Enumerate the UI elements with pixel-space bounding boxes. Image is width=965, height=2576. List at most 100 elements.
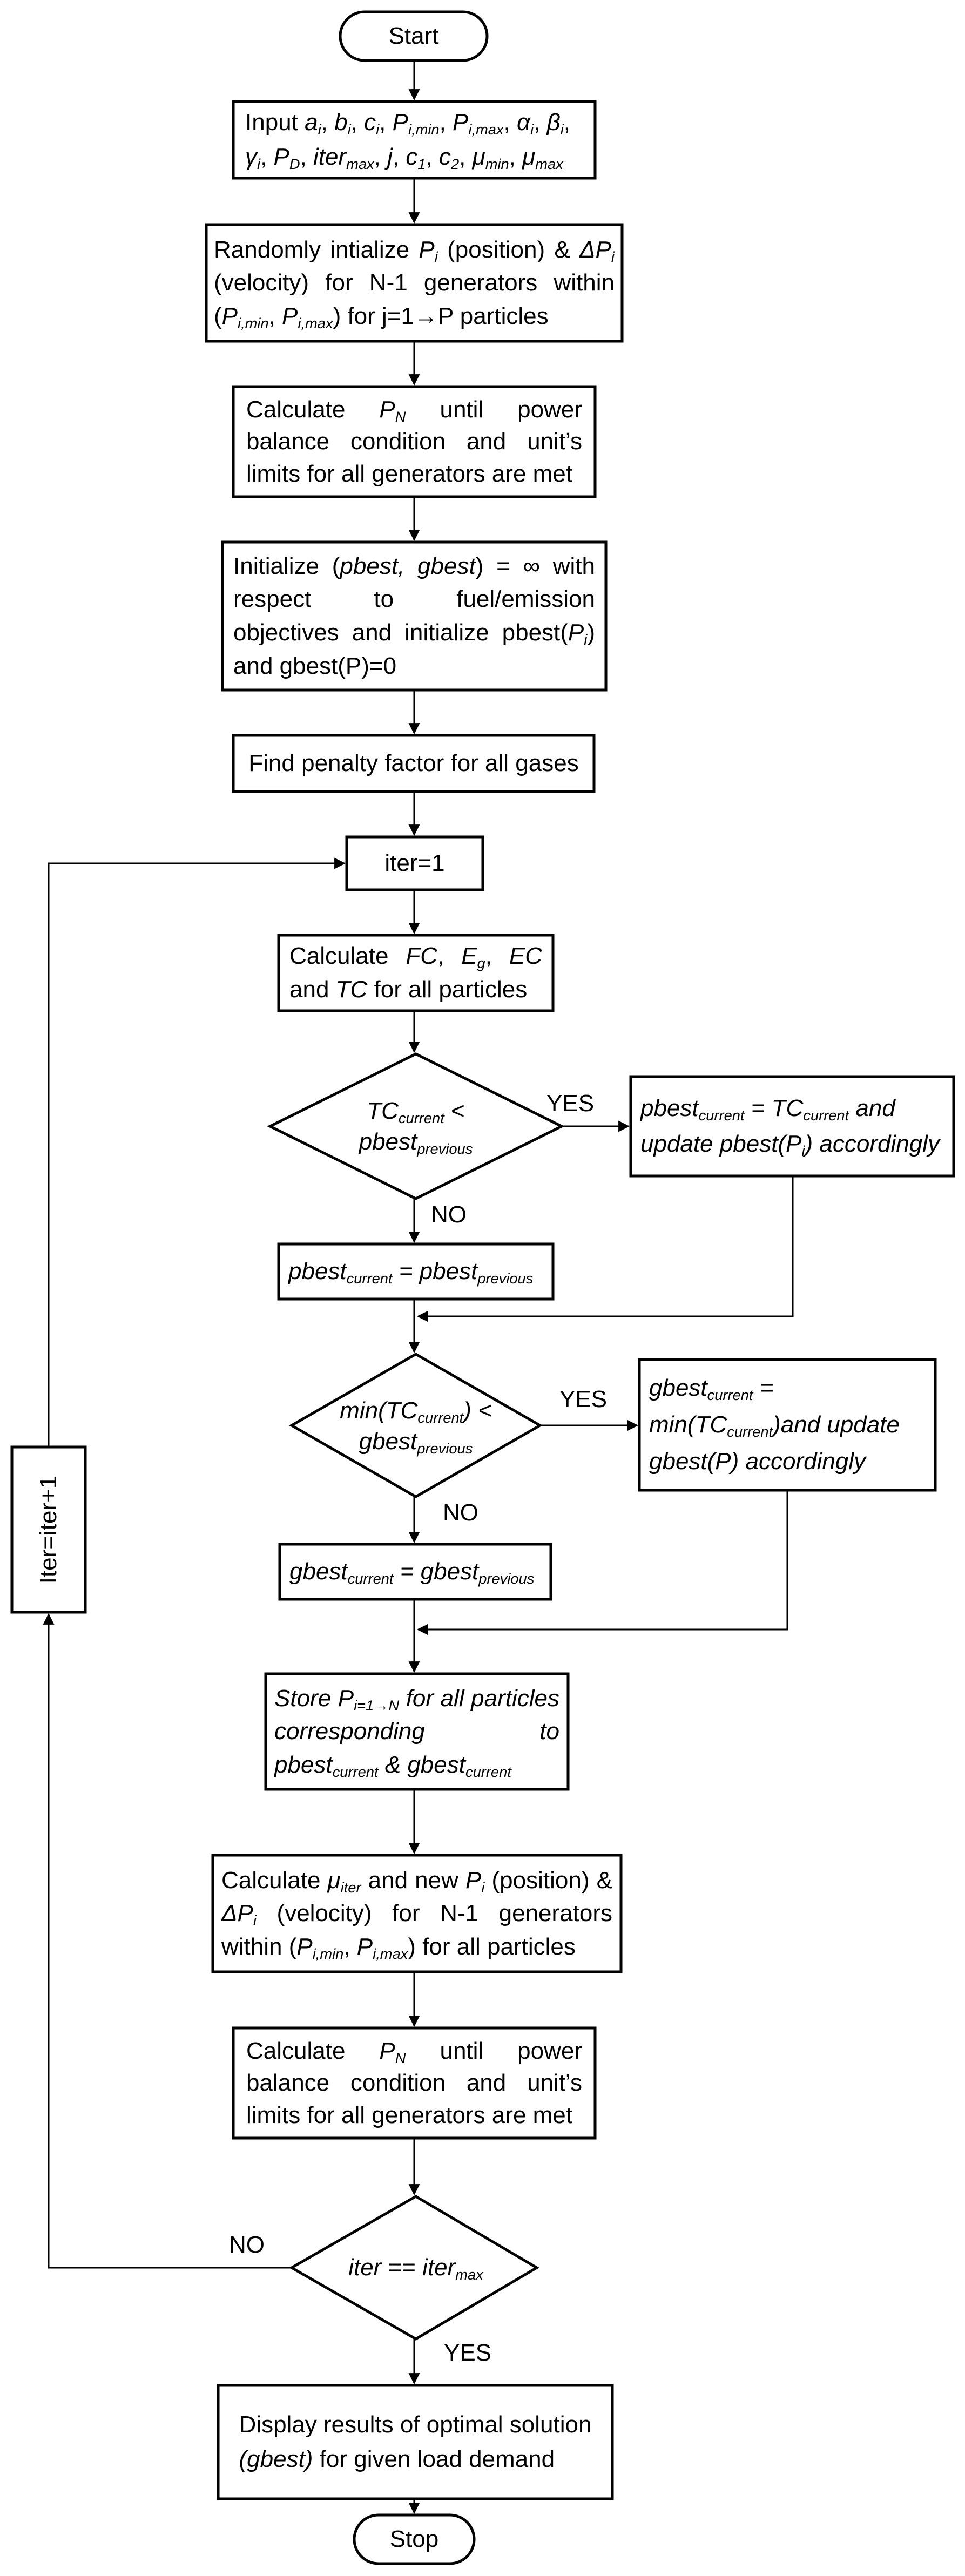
- connector-pbestyes-merge: [416, 1176, 794, 1322]
- gbest-no-b-sub: previous: [478, 1570, 535, 1587]
- no-label-d1: NO: [431, 1201, 467, 1228]
- calc-pn-text-1: Calculate: [246, 396, 346, 423]
- input-var-beta: β: [546, 109, 561, 136]
- gbest-no-a: gbest: [289, 1558, 348, 1585]
- gbest-no-eq: = gbest: [400, 1558, 479, 1585]
- init-random-text-5: P particles: [437, 302, 549, 329]
- store-gb-sub: current: [465, 1763, 511, 1780]
- store-p: P: [338, 1685, 354, 1712]
- update-box-shape: [211, 1854, 623, 1973]
- store-gb: gbest: [407, 1751, 465, 1778]
- init-random-text-2: (position) &: [447, 236, 570, 263]
- calc-cost-text-1: Calculate: [289, 943, 389, 970]
- update-t5: (velocity) for N-1 generators within: [221, 1900, 612, 1960]
- pbest-no-a-sub: current: [346, 1270, 393, 1287]
- input-var-mumin: μ: [472, 144, 485, 170]
- loop-text: Iter=iter+1: [35, 1475, 62, 1584]
- connector-d3-no-loop: [43, 1613, 292, 2269]
- store-amp: &: [384, 1751, 401, 1778]
- init-random-text-1: Randomly intialize: [214, 236, 410, 263]
- input-var-c1: c: [406, 144, 418, 170]
- d3-b-sub: max: [455, 2266, 483, 2283]
- update-p-sub: i: [481, 1878, 485, 1896]
- pbest-no-box: pbestcurrent = pbestprevious: [279, 1244, 553, 1299]
- update-t4: &: [596, 1867, 612, 1894]
- gbest-no-box-shape: [278, 1543, 552, 1601]
- d1-b-sub: previous: [417, 1140, 473, 1158]
- stop-terminal-shape: [353, 2513, 476, 2565]
- iter-init-box: iter=1: [347, 837, 483, 890]
- gbest-yes-t4: )and update: [773, 1411, 900, 1438]
- d3-a: iter: [348, 2254, 382, 2281]
- result-box-shape: [217, 2384, 614, 2500]
- update-t6: for all particles: [422, 1933, 576, 1960]
- penalty-box: Find penalty factor for all gases: [233, 735, 594, 792]
- pbest-yes-t1: pbest: [640, 1095, 699, 1121]
- gbest-yes-s3: current: [727, 1423, 773, 1441]
- pbest-yes-t3: and: [855, 1095, 895, 1121]
- decision-iter-shape: [288, 2195, 539, 2341]
- update-box: Calculate μiter and new Pi (position) & …: [221, 1867, 612, 1962]
- input-var-j: j: [387, 144, 393, 170]
- pbest-yes-s1: current: [698, 1107, 745, 1124]
- calc-cost-text-3: for all particles: [374, 976, 528, 1003]
- stop-label: Stop: [389, 2526, 439, 2553]
- init-best-box: Initialize (pbest, gbest) = ∞ with respe…: [233, 552, 595, 679]
- pbest-no-b-sub: previous: [477, 1270, 534, 1287]
- calc-pn2-text-2: until power balance condition and unit’s…: [246, 2037, 582, 2128]
- d2-b: gbest: [359, 1428, 417, 1455]
- input-var-pmax: P: [453, 109, 469, 136]
- store-p-sub: i=1→N: [354, 1696, 400, 1714]
- init-random-box: Randomly intialize Pi (position) & ΔPi (…: [214, 236, 615, 332]
- loop-box: Iter=iter+1: [32, 1447, 65, 1612]
- d2-b-sub: previous: [417, 1440, 473, 1457]
- pbest-yes-t5: ) accordingly: [805, 1131, 940, 1157]
- init-best-text-1: Initialize (: [233, 552, 340, 579]
- gbest-yes-box-shape: [638, 1358, 937, 1492]
- decision-iter: iter == itermax: [313, 2241, 518, 2295]
- d2-a-sub: current: [417, 1409, 464, 1426]
- gbest-yes-t3: min(TC: [649, 1411, 727, 1438]
- init-best-text-4: ) and gbest(P)=0: [233, 619, 595, 679]
- input-var-a: a: [305, 109, 318, 136]
- loop-box-shape: [10, 1445, 87, 1614]
- pbest-yes-s2: current: [803, 1107, 849, 1124]
- gbest-no-a-sub: current: [347, 1570, 394, 1587]
- calc-cost-eg: E: [461, 943, 477, 970]
- input-var-pmin: P: [392, 109, 408, 136]
- update-dp-sub: i: [253, 1912, 257, 1929]
- result-t1: Display results of optimal solution: [239, 2411, 592, 2438]
- update-mu-sub: iter: [340, 1878, 361, 1896]
- gbest-yes-box: gbestcurrent = min(TCcurrent)and update …: [639, 1360, 935, 1490]
- d1-b: pbest: [359, 1128, 417, 1155]
- init-random-text-4: for j=1: [347, 302, 414, 329]
- calc-pn-text-2: until power balance condition and unit’s…: [246, 396, 582, 487]
- store-box-shape: [264, 1672, 570, 1791]
- input-var-iter: iter: [313, 144, 347, 170]
- input-box: Input ai, bi, ci, Pi,min, Pi,max, αi, βi…: [245, 109, 571, 173]
- result-t2: (gbest): [239, 2446, 313, 2472]
- init-best-text-3: ) = ∞ with respect to fuel/emission obje…: [233, 552, 595, 646]
- no-label-d2: NO: [443, 1499, 478, 1526]
- input-var-pd: P: [273, 144, 289, 170]
- penalty-text: Find penalty factor for all gases: [248, 750, 579, 777]
- init-random-text-3: (velocity) for N-1 generators within: [214, 269, 615, 296]
- update-dp: ΔP: [221, 1900, 253, 1927]
- d1-op: <: [451, 1097, 465, 1124]
- update-t2: and new: [368, 1867, 458, 1894]
- gbest-no-box: gbestcurrent = gbestprevious: [280, 1544, 551, 1599]
- input-var-c: c: [364, 109, 376, 136]
- store-t1: Store: [274, 1685, 332, 1712]
- init-best-text-2: pbest, gbest: [340, 552, 476, 579]
- update-p: P: [465, 1867, 482, 1894]
- calc-cost-tc: TC: [335, 976, 368, 1003]
- input-var-b: b: [334, 109, 348, 136]
- yes-label-d3: YES: [444, 2340, 492, 2366]
- update-t1: Calculate: [221, 1867, 321, 1894]
- d3-b: iter: [422, 2254, 456, 2281]
- store-pb: pbest: [274, 1751, 333, 1778]
- d1-a-sub: current: [398, 1109, 444, 1126]
- pbest-no-box-shape: [277, 1242, 555, 1301]
- result-t3: for given load demand: [319, 2446, 555, 2472]
